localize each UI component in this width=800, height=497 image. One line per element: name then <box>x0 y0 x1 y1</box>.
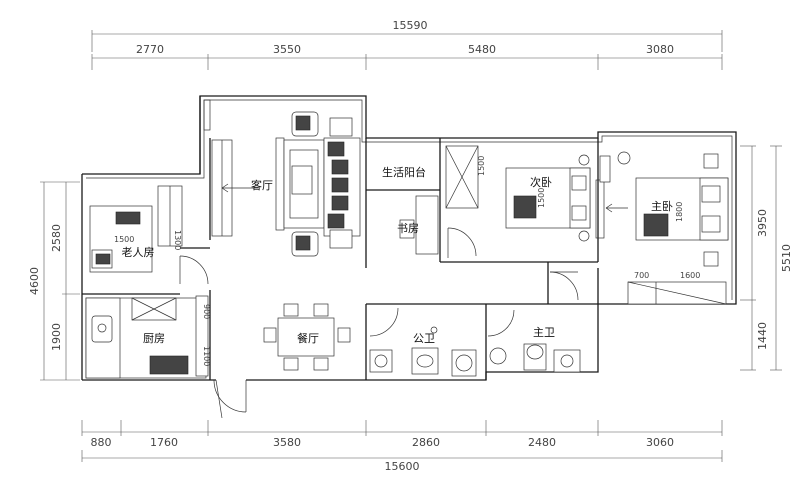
dim-right-seg-2: 1440 <box>756 322 769 350</box>
room-label-balcony: 生活阳台 <box>382 165 426 179</box>
second-bed-size: 1500 <box>537 188 546 208</box>
room-label-public-bath: 公卫 <box>413 332 435 345</box>
master-bedroom-furniture: 1800 700 1600 <box>599 151 729 305</box>
doors <box>179 227 579 419</box>
room-label-elder-room: 老人房 <box>122 246 155 259</box>
elder-room-furniture: 1500 1300 <box>89 185 183 273</box>
dim-bottom-total: 15600 <box>385 460 420 473</box>
dim-top-total: 15590 <box>393 19 428 32</box>
room-labels: 客厅 生活阳台 次卧 主卧 老人房 书房 厨房 餐厅 公卫 主卫 <box>122 165 674 345</box>
dim-right-seg-1: 3950 <box>756 209 769 237</box>
dim-bottom-seg-1: 880 <box>91 436 112 449</box>
room-label-living: 客厅 <box>251 178 273 192</box>
dim-bottom-seg-6: 3060 <box>646 436 674 449</box>
dim-top-seg-3: 5480 <box>468 43 496 56</box>
dim-bottom-seg-5: 2480 <box>528 436 556 449</box>
elder-wardrobe-size: 1300 <box>173 230 182 250</box>
room-label-study: 书房 <box>397 222 419 235</box>
study-furniture: 1500 <box>399 145 486 255</box>
dimension-top: 15590 2770 3550 5480 3080 <box>91 19 723 70</box>
master-cab-b-size: 1600 <box>680 271 700 280</box>
dim-right-total: 5510 <box>780 244 793 272</box>
dimension-right: 3950 1440 5510 <box>740 145 793 371</box>
dim-left-seg-1: 2580 <box>50 224 63 252</box>
dim-bottom-seg-3: 3580 <box>273 436 301 449</box>
living-room-furniture <box>275 111 361 257</box>
dim-left-total: 4600 <box>28 267 41 295</box>
interior-walls <box>82 138 599 380</box>
room-label-master-bath: 主卫 <box>533 326 555 339</box>
dim-left-seg-2: 1900 <box>50 323 63 351</box>
dim-top-seg-2: 3550 <box>273 43 301 56</box>
public-bath-fixtures <box>369 326 477 377</box>
balcony-size: 1500 <box>477 156 486 176</box>
room-label-master-bedroom: 主卧 <box>651 200 673 213</box>
dim-bottom-seg-4: 2860 <box>412 436 440 449</box>
dim-top-seg-4: 3080 <box>646 43 674 56</box>
dining-furniture <box>263 303 351 371</box>
kitchen-furniture: 900 1100 <box>85 295 211 379</box>
room-label-dining: 餐厅 <box>297 331 319 345</box>
elder-bed-size: 1500 <box>114 235 134 244</box>
master-bed-size: 1800 <box>675 202 684 222</box>
master-bath-fixtures <box>489 343 581 373</box>
dimension-left: 4600 2580 1900 <box>28 181 80 381</box>
room-label-second-bedroom: 次卧 <box>530 175 552 189</box>
kitchen-b-size: 1100 <box>202 346 211 366</box>
second-bedroom-furniture: 1500 <box>505 154 591 242</box>
dim-bottom-seg-2: 1760 <box>150 436 178 449</box>
master-cab-a-size: 700 <box>634 271 649 280</box>
room-label-kitchen: 厨房 <box>143 332 165 345</box>
kitchen-a-size: 900 <box>202 304 211 319</box>
dim-top-seg-1: 2770 <box>136 43 164 56</box>
dimension-bottom: 880 1760 3580 2860 2480 3060 15600 <box>81 420 723 473</box>
